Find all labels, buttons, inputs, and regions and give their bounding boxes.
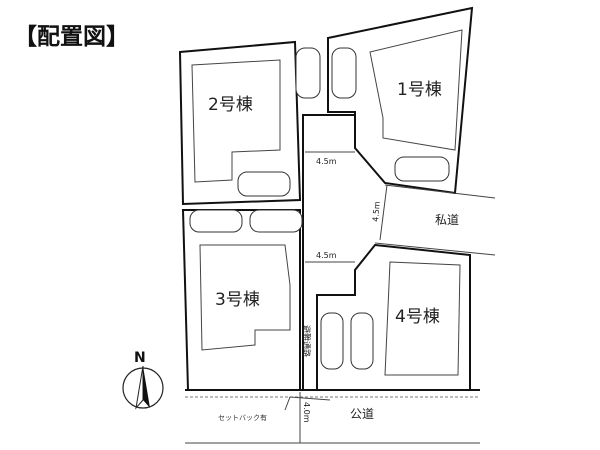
plan-title: 【配置図】 xyxy=(14,24,129,50)
building-2-label: 2号棟 xyxy=(208,95,253,115)
car xyxy=(249,209,303,233)
parking-cars xyxy=(189,47,450,370)
building-1-label: 1号棟 xyxy=(397,80,442,100)
dimension-lower: 4.5m xyxy=(316,251,337,260)
building-2 xyxy=(191,59,281,183)
public-road-label: 公道 xyxy=(350,407,374,421)
lot-4 xyxy=(316,243,471,391)
compass-label: N xyxy=(134,350,146,366)
car xyxy=(189,209,243,233)
private-road-edge xyxy=(374,242,496,256)
building-3 xyxy=(199,244,291,351)
building-1 xyxy=(369,29,463,151)
car xyxy=(295,47,321,99)
dimension-upper: 4.5m xyxy=(316,157,337,166)
lot-2 xyxy=(178,40,302,206)
building-4 xyxy=(384,261,461,376)
car xyxy=(320,312,344,370)
building-3-label: 3号棟 xyxy=(215,290,260,310)
evacuation-path-label: 避難通路 xyxy=(302,325,312,357)
car xyxy=(237,171,291,197)
car xyxy=(394,156,450,182)
private-road-label: 私道 xyxy=(435,213,459,227)
north-arrow-icon: N xyxy=(122,350,164,410)
private-road-edge xyxy=(384,184,496,199)
building-4-label: 4号棟 xyxy=(395,307,440,327)
lot-1 xyxy=(327,6,474,195)
car xyxy=(350,312,374,370)
access-path xyxy=(302,114,355,390)
setback-note: セットバック有 xyxy=(218,413,267,422)
dimension-public-road: 4.0m xyxy=(302,402,311,423)
dimension-private-road: 4.5m xyxy=(371,201,382,222)
car xyxy=(331,47,357,99)
